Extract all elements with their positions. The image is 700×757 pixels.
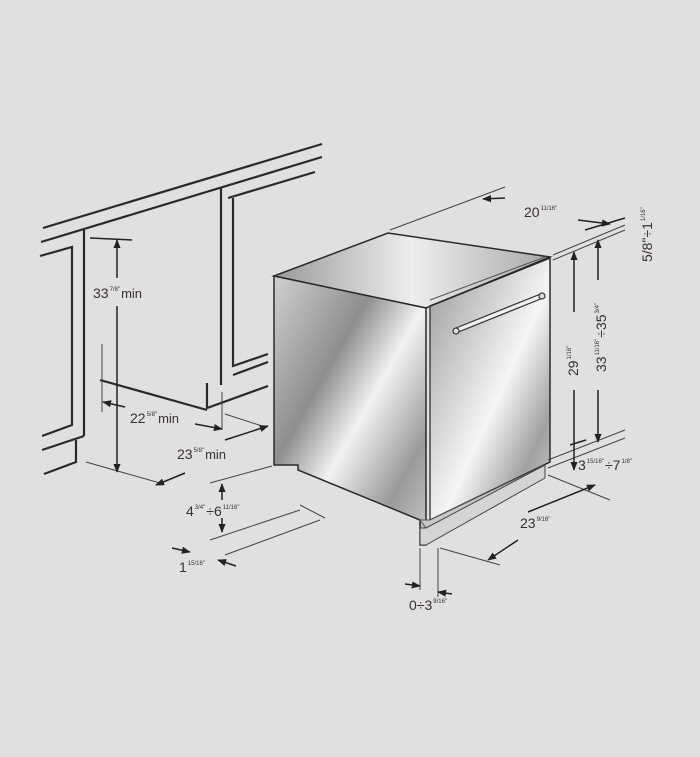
plinth-height-label: 43/4"÷611/16" bbox=[186, 503, 240, 519]
cabinet-height-label: 337/8"min bbox=[93, 285, 143, 301]
cabinet-outline bbox=[39, 142, 323, 476]
door-offset-label: 0÷39/16" bbox=[409, 597, 448, 613]
door-handle-icon bbox=[452, 292, 546, 335]
depth-label: 239/16" bbox=[520, 515, 551, 531]
dishwasher-body bbox=[271, 232, 553, 546]
cabinet-depth-outer-label: 235/8"min bbox=[177, 446, 227, 462]
total-height-label: 3311/16"÷353/4" bbox=[593, 302, 609, 372]
top-gap-label: 5/8"÷11/16" bbox=[639, 207, 655, 262]
foot-height-label: 315/16"÷71/8" bbox=[578, 457, 632, 473]
body-height-label: 291/16" bbox=[565, 345, 581, 376]
width-label: 2011/16" bbox=[524, 204, 558, 220]
plinth-offset-label: 115/16" bbox=[179, 559, 205, 575]
cabinet-depth-inner-label: 225/8"min bbox=[130, 410, 180, 426]
